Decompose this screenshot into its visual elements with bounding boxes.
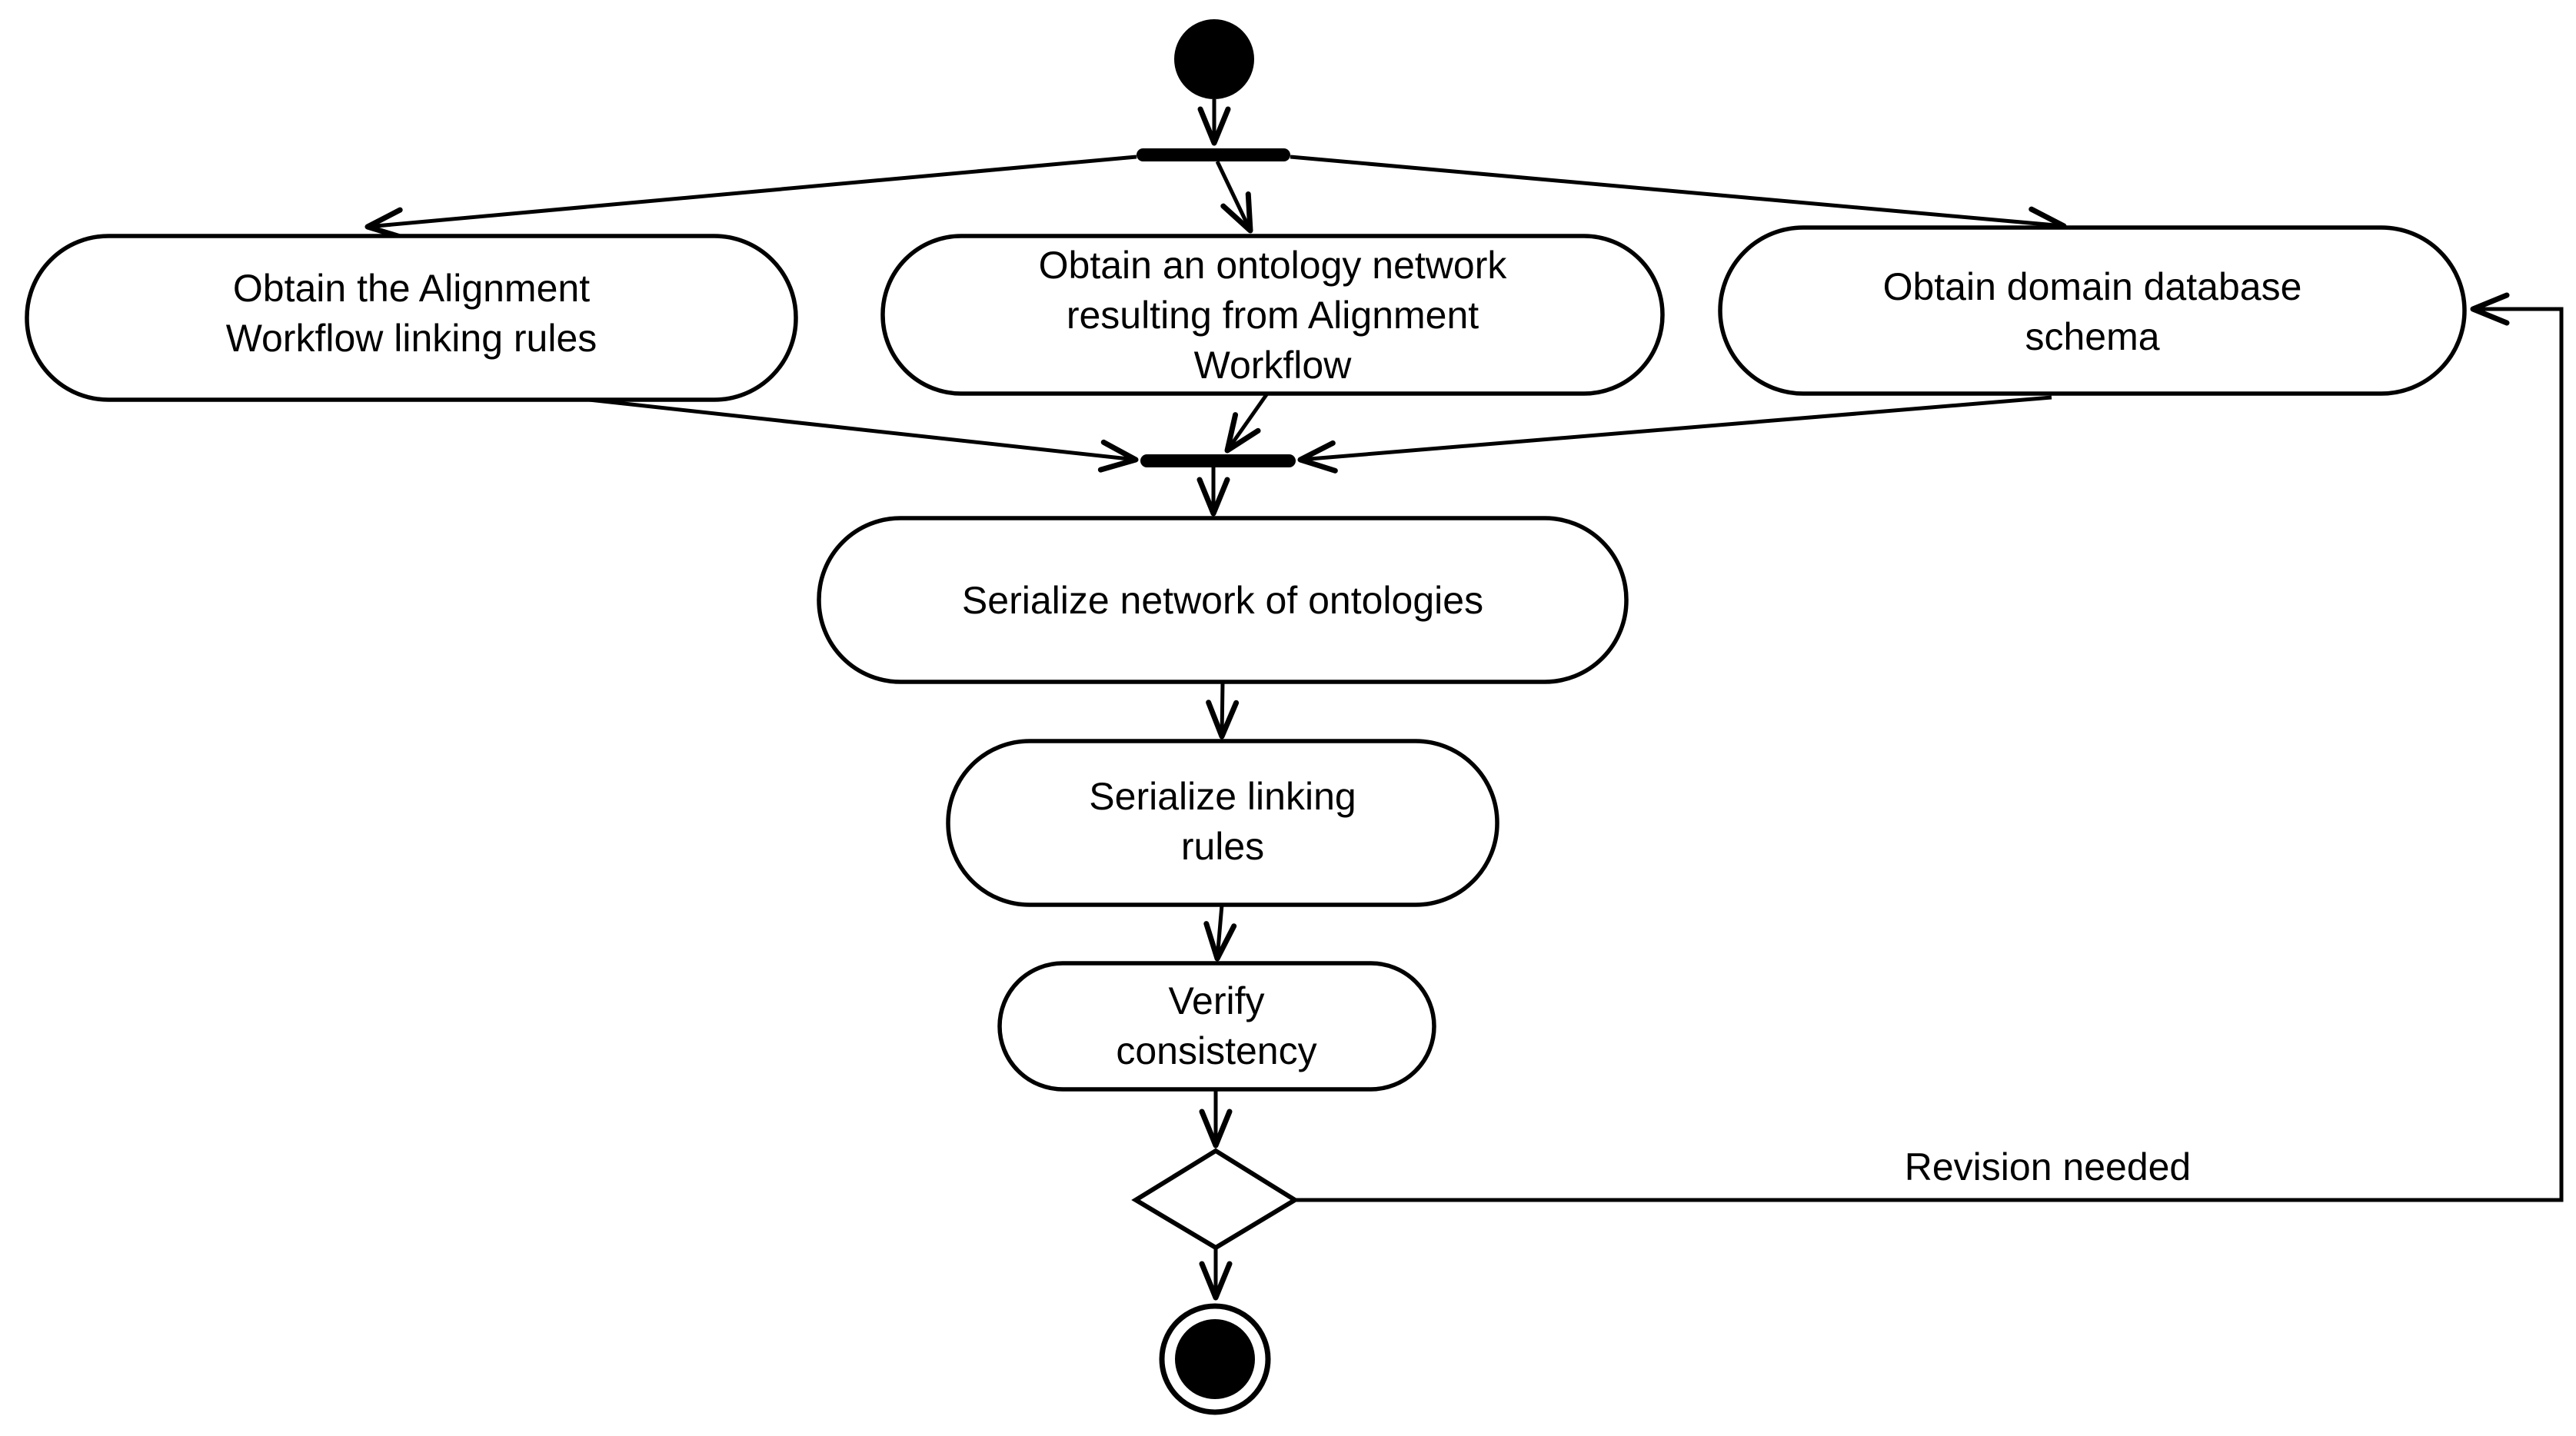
activity-serialize-network: Serialize network of ontologies [817,516,1629,684]
edge-obtain-network-to-join [1224,392,1270,454]
edge-obtain-rules-to-join [588,397,1139,473]
activity-obtain-alignment-rules-shape [25,234,798,402]
activity-verify-consistency-shape [997,961,1436,1092]
start-node [1174,19,1254,99]
edge-obtain-schema-to-join [1297,395,2052,474]
activity-obtain-ontology-network-line3: Workflow [1194,344,1353,387]
edge-fork-to-obtain-network [1215,160,1253,234]
activity-serialize-network-shape [817,516,1629,684]
activity-obtain-ontology-network: Obtain an ontology network resulting fro… [880,234,1665,396]
end-node [1159,1303,1271,1415]
activity-obtain-alignment-rules-line1: Obtain the Alignment [233,267,590,310]
fork-bar [1137,148,1290,161]
activity-verify-consistency: Verify consistency [997,961,1436,1092]
activity-obtain-domain-schema-line2: schema [2025,315,2159,358]
activity-verify-consistency-line2: consistency [1116,1029,1316,1072]
join-bar [1140,454,1296,467]
activity-verify-consistency-line1: Verify [1168,979,1264,1022]
activity-serialize-linking-rules-shape [946,739,1499,907]
activity-obtain-ontology-network-line1: Obtain an ontology network [1039,244,1508,287]
revision-needed-label: Revision needed [1905,1145,2192,1188]
edge-serialize-network-to-serialize-rules [1206,681,1240,740]
activity-serialize-linking-rules: Serialize linking rules [946,739,1499,907]
activity-obtain-domain-schema-line1: Obtain domain database [1883,265,2302,308]
end-node-inner-dot [1175,1319,1255,1399]
activity-obtain-alignment-rules: Obtain the Alignment Workflow linking ru… [25,234,798,402]
activity-obtain-domain-schema-shape [1718,225,2467,396]
decision-diamond [1131,1148,1300,1251]
edge-revision-feedback-loop [1295,292,2564,1202]
edge-serialize-rules-to-verify [1203,904,1237,962]
edge-fork-to-obtain-rules [364,155,1137,241]
activity-obtain-domain-schema: Obtain domain database schema [1718,225,2467,396]
edge-fork-to-obtain-schema [1290,155,2067,240]
activity-obtain-ontology-network-line2: resulting from Alignment [1067,294,1479,337]
activity-obtain-alignment-rules-line2: Workflow linking rules [226,317,597,360]
activity-serialize-linking-rules-line2: rules [1181,825,1264,868]
activity-serialize-linking-rules-line1: Serialize linking [1089,775,1356,818]
activity-serialize-network-line1: Serialize network of ontologies [962,579,1483,622]
activity-obtain-ontology-network-shape [880,234,1665,396]
